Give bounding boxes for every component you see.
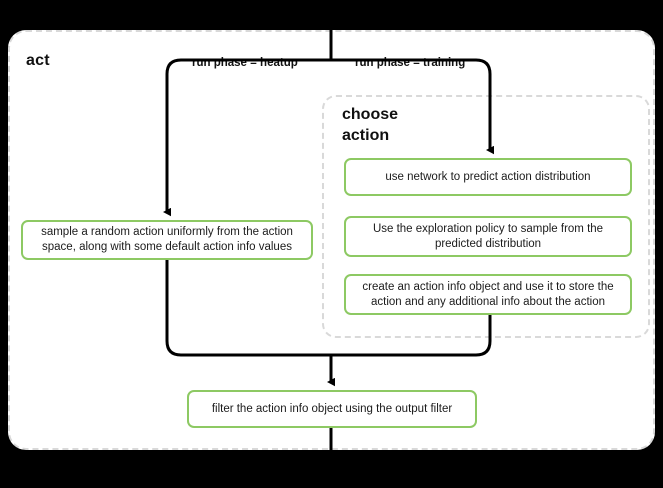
node-exploration-policy-text: Use the exploration policy to sample fro… xyxy=(373,222,603,252)
act-panel-title: act xyxy=(26,52,50,69)
choose-action-title-line-2: action xyxy=(342,127,390,144)
node-use-network-line-1: use network to predict action distributi… xyxy=(385,170,591,183)
node-use-network-text: use network to predict action distributi… xyxy=(385,170,590,185)
node-create-action-info[interactable]: create an action info object and use it … xyxy=(344,274,632,315)
node-filter-action-info-line-1: filter the action info object using the … xyxy=(211,402,453,415)
edge-label-heatup: run phase = heatup xyxy=(192,57,298,69)
edge-label-training: run phase = training xyxy=(355,57,466,69)
choose-action-group-title: choose action xyxy=(342,104,462,146)
node-use-network[interactable]: use network to predict action distributi… xyxy=(344,158,632,196)
choose-action-title-line-1: choose xyxy=(342,106,399,123)
node-exploration-policy[interactable]: Use the exploration policy to sample fro… xyxy=(344,216,632,257)
node-create-action-info-line-1: create an action info object and use it … xyxy=(362,280,614,293)
node-exploration-policy-line-2: predicted distribution xyxy=(434,237,542,250)
node-create-action-info-line-2: action and any additional info about the… xyxy=(370,295,605,308)
node-filter-action-info-text: filter the action info object using the … xyxy=(212,402,452,417)
node-sample-random-action-line-1: sample a random action uniformly from th… xyxy=(41,226,293,238)
node-filter-action-info[interactable]: filter the action info object using the … xyxy=(187,390,477,428)
node-sample-random-action-text: sample a random action uniformly from th… xyxy=(41,225,293,255)
node-create-action-info-text: create an action info object and use it … xyxy=(362,280,613,310)
node-sample-random-action[interactable]: sample a random action uniformly from th… xyxy=(21,220,313,260)
node-sample-random-action-line-2: space, along with some default action in… xyxy=(42,241,292,253)
node-exploration-policy-line-1: Use the exploration policy to sample fro… xyxy=(372,222,604,235)
